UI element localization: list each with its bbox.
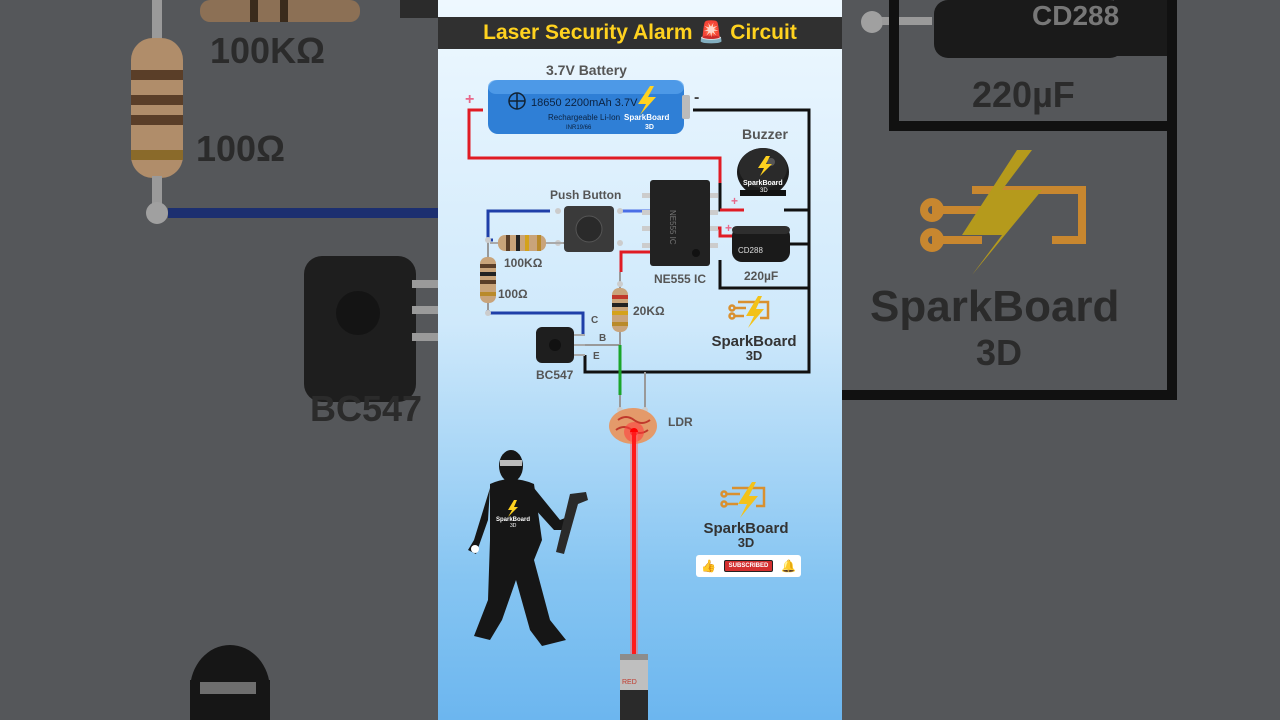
battery-brand-sub: 3D xyxy=(645,124,654,131)
ne555-ic: NE555 IC xyxy=(642,180,718,266)
thief-silhouette: SparkBoard 3D xyxy=(468,450,588,646)
battery: 18650 2200mAh 3.7V Rechargeable Li-Ion I… xyxy=(488,80,690,134)
buzzer-plus-sign: + xyxy=(731,194,738,208)
battery-print-1: 18650 2200mAh 3.7V xyxy=(531,97,638,109)
brand-logo-icon-2 xyxy=(720,486,766,508)
laser-print: RED xyxy=(622,679,637,686)
label-pin-e: E xyxy=(593,351,600,362)
transistor-bc547 xyxy=(536,327,585,363)
thumbs-up-icon[interactable]: 👍 xyxy=(701,559,716,573)
buzzer-brand-sub: 3D xyxy=(760,188,768,194)
bg-label-220uf: 220µF xyxy=(972,74,1075,115)
battery-plus-sign: + xyxy=(465,91,474,108)
wire-black-cap-loop xyxy=(718,260,809,290)
label-pin-b: B xyxy=(599,333,607,344)
brand-sub-2: 3D xyxy=(737,535,755,550)
brand-logo-bolt-2 xyxy=(738,482,758,518)
cap-plus-sign: + xyxy=(725,221,732,235)
background-right-art xyxy=(842,0,1280,720)
resistor-20k xyxy=(612,281,628,332)
label-resistor-100k: 100KΩ xyxy=(504,256,543,270)
background-left-art xyxy=(0,0,438,720)
background-left: 100KΩ 100Ω BC547 xyxy=(0,0,438,720)
resistor-100k xyxy=(490,235,563,251)
background-right: 220µF CD288 SparkBoard 3D xyxy=(842,0,1280,720)
capacitor: CD288 xyxy=(732,226,790,262)
bg-label-bc547: BC547 xyxy=(310,388,423,429)
battery-brand-name: SparkBoard xyxy=(624,113,669,122)
brand-logo-bolt-1 xyxy=(746,296,764,328)
label-ldr: LDR xyxy=(668,415,693,429)
brand-sub-1: 3D xyxy=(745,348,763,363)
ic-print: NE555 IC xyxy=(668,210,677,245)
laser-beam xyxy=(632,432,636,660)
wire-black-frame xyxy=(583,108,811,374)
circuit-diagram: 18650 2200mAh 3.7V Rechargeable Li-Ion I… xyxy=(465,80,811,720)
label-buzzer: Buzzer xyxy=(742,126,788,142)
bg-label-100k: 100KΩ xyxy=(210,30,325,71)
label-resistor-20k: 20KΩ xyxy=(633,304,665,318)
battery-print-2: Rechargeable Li-Ion xyxy=(548,113,620,122)
circuit-panel: Laser Security Alarm 🚨 Circuit xyxy=(438,0,842,720)
bg-label-100: 100Ω xyxy=(196,128,285,169)
label-transistor: BC547 xyxy=(536,368,574,382)
page-title: Laser Security Alarm 🚨 Circuit xyxy=(483,21,797,44)
label-pin-c: C xyxy=(591,315,599,326)
bell-icon[interactable]: 🔔 xyxy=(781,559,796,573)
buzzer: SparkBoard 3D xyxy=(737,148,789,196)
ldr xyxy=(609,407,657,444)
buzzer-brand-name: SparkBoard xyxy=(743,180,783,187)
brand-name-2: SparkBoard xyxy=(703,520,789,537)
thief-brand-name: SparkBoard xyxy=(496,517,530,523)
wire-red-battery xyxy=(467,108,722,183)
battery-minus-sign: - xyxy=(694,89,699,106)
bg-brand-sub: 3D xyxy=(976,332,1023,373)
battery-print-3: INR19/66 xyxy=(566,125,592,131)
label-resistor-100: 100Ω xyxy=(498,287,528,301)
label-push-button: Push Button xyxy=(550,188,622,202)
push-button xyxy=(555,206,623,252)
title-bar: Laser Security Alarm 🚨 Circuit xyxy=(438,17,842,49)
brand-block-1: SparkBoard 3D xyxy=(702,333,806,363)
laser-module: RED xyxy=(620,654,648,720)
label-battery: 3.7V Battery xyxy=(546,62,627,78)
brand-block-2: SparkBoard 3D xyxy=(694,520,798,550)
resistor-100 xyxy=(480,237,496,316)
thief-brand-sub: 3D xyxy=(510,523,517,529)
bg-label-cd288: CD288 xyxy=(1032,0,1120,31)
bg-brand-name: SparkBoard xyxy=(870,282,1120,331)
label-capacitor: 220µF xyxy=(744,269,779,283)
label-ne555: NE555 IC xyxy=(654,272,707,286)
subscribe-bar: 👍 SUBSCRIBED 🔔 xyxy=(696,555,801,577)
subscribe-button[interactable]: SUBSCRIBED xyxy=(723,560,774,572)
brand-name-1: SparkBoard xyxy=(711,333,797,350)
brand-logo-icon-1 xyxy=(728,300,770,320)
cap-print: CD288 xyxy=(738,246,763,255)
